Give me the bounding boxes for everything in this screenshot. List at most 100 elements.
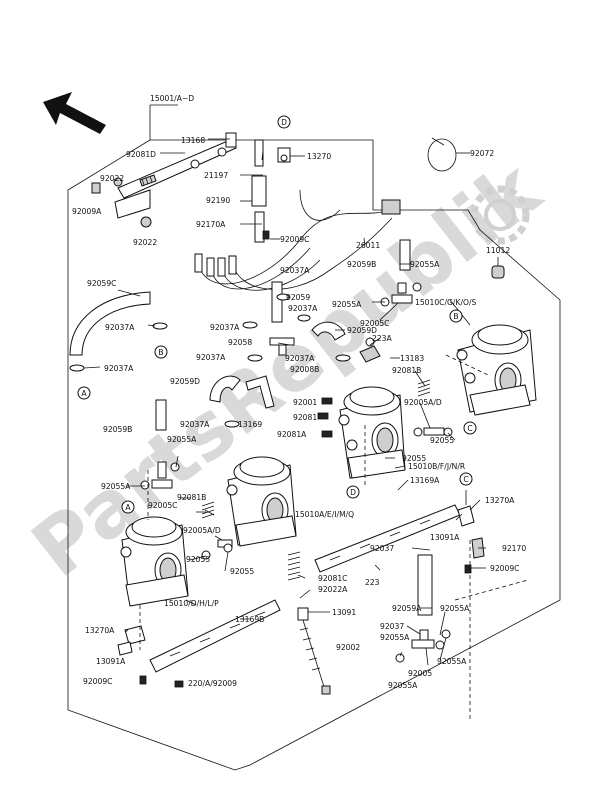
label-92005: 92005 (408, 669, 432, 678)
screws (139, 230, 472, 688)
hose-92059b-b (155, 399, 167, 431)
label-92037a-7: 92037A (104, 364, 134, 373)
label-92081: 92081 (293, 413, 317, 422)
hose-92059d-b (209, 375, 241, 403)
label-92005ad-b: 92005A/D (183, 526, 221, 535)
callout-b: B B (154, 309, 463, 359)
washer-92022 (113, 177, 123, 187)
label-15010c: 15010C/G/K/O/S (415, 298, 477, 307)
assembly-boundary (67, 105, 561, 771)
label-21197: 21197 (204, 171, 228, 180)
label-92009c-c: 92009C (83, 677, 112, 686)
label-92170: 92170 (502, 544, 526, 553)
label-92037a-1: 92037A (280, 266, 310, 275)
tee-fitting-92005c-b (151, 461, 173, 489)
watermark-gear-icon (470, 185, 530, 245)
label-92081b-b: 92081B (177, 493, 206, 502)
tee-fitting-92005 (395, 629, 451, 663)
label-92009c-b: 92009C (490, 564, 519, 573)
carburetor-15010 (120, 516, 189, 607)
tee-fitting-92058 (269, 337, 295, 356)
bracket-13270a (457, 505, 485, 559)
carburetor-15010c (456, 324, 537, 416)
nut-92009a (91, 182, 101, 194)
callout-d-text-2: D (350, 488, 356, 497)
label-92081d: 92081D (126, 150, 156, 159)
label-92037a-2: 92037A (288, 304, 318, 313)
label-92037a-8: 92037A (180, 420, 210, 429)
label-13169: 13169 (238, 420, 262, 429)
label-92055a-3: 92055A (167, 435, 197, 444)
label-92055-2: 92055 (402, 454, 426, 463)
label-92022: 92022 (100, 174, 124, 183)
label-92037a-5: 92037A (196, 353, 226, 362)
label-92008b: 92008B (290, 365, 319, 374)
tee-fitting-92005c (391, 282, 413, 304)
label-13270: 13270 (307, 152, 331, 161)
label-223: 223 (365, 578, 380, 587)
label-15010d: 15010/D/H/L/P (164, 599, 219, 608)
callout-d: D D (277, 115, 360, 499)
label-11012: 11012 (486, 246, 510, 255)
label-92009a: 92009A (72, 207, 102, 216)
label-13270a: 13270A (485, 496, 515, 505)
label-92037-b: 92037 (380, 622, 404, 631)
label-92037a-3: 92037A (105, 323, 135, 332)
callout-a: A A (77, 386, 135, 514)
label-13270a-b: 13270A (85, 626, 115, 635)
label-92055a-2: 92055A (332, 300, 362, 309)
label-92005c-b: 92005C (148, 501, 177, 510)
label-92022-b: 92022 (133, 238, 157, 247)
callout-a-text: A (81, 389, 87, 398)
label-92055a-5: 92055A (440, 604, 470, 613)
hose-92059d (311, 321, 346, 341)
label-92190: 92190 (206, 196, 230, 205)
label-92059b: 92059B (347, 260, 376, 269)
label-92002: 92002 (336, 643, 360, 652)
label-92037a-6: 92037A (285, 354, 315, 363)
hose-92059c (69, 291, 151, 356)
washer-92022-b (140, 216, 152, 228)
label-92055-4: 92055 (230, 567, 254, 576)
label-92055a-1: 92055A (410, 260, 440, 269)
joint-pipes-92005a (201, 427, 453, 560)
label-92005c: 92005C (360, 319, 389, 328)
label-92055a-7: 92055A (437, 657, 467, 666)
label-13183: 13183 (400, 354, 424, 363)
hose-92059b (399, 239, 411, 271)
link-plate-13169b (149, 599, 281, 673)
label-26011: 26011 (356, 241, 380, 250)
label-13091a: 13091A (430, 533, 460, 542)
label-92081b: 92081B (392, 366, 421, 375)
label-92059: 92059 (286, 293, 310, 302)
callout-b-text: B (158, 348, 163, 357)
label-92037: 92037 (370, 544, 394, 553)
part-labels: 15001/A~D 13168 92081D 92022 92009A 9202… (72, 94, 526, 690)
label-92059a: 92059A (392, 604, 422, 613)
callout-c: C C (459, 421, 477, 486)
cap-11012 (491, 265, 505, 279)
label-13169b: 13169B (235, 615, 264, 624)
hose-92059a (417, 554, 433, 616)
label-13169a: 13169A (410, 476, 440, 485)
bracket-13169 (245, 375, 275, 409)
label-92059d: 92059D (347, 326, 377, 335)
label-92055a-8: 92055A (388, 681, 418, 690)
label-92059d-b: 92059D (170, 377, 200, 386)
carburetor-15010b (338, 386, 406, 479)
label-220a: 220/A/92009 (188, 679, 237, 688)
sensor-13270 (277, 147, 291, 163)
label-92009c: 92009C (280, 235, 309, 244)
bracket-13270a-b (117, 625, 146, 656)
callout-b-text-2: B (453, 312, 458, 321)
hose-92059 (271, 281, 283, 323)
label-92059b-b: 92059B (103, 425, 132, 434)
label-13168: 13168 (181, 136, 205, 145)
leader-dashes (139, 354, 529, 720)
pipe-21197 (251, 139, 267, 243)
clamp-92072 (427, 137, 457, 172)
label-92055a-4: 92055A (101, 482, 131, 491)
label-92059c: 92059C (87, 279, 116, 288)
carburetor-15010a (226, 456, 297, 547)
